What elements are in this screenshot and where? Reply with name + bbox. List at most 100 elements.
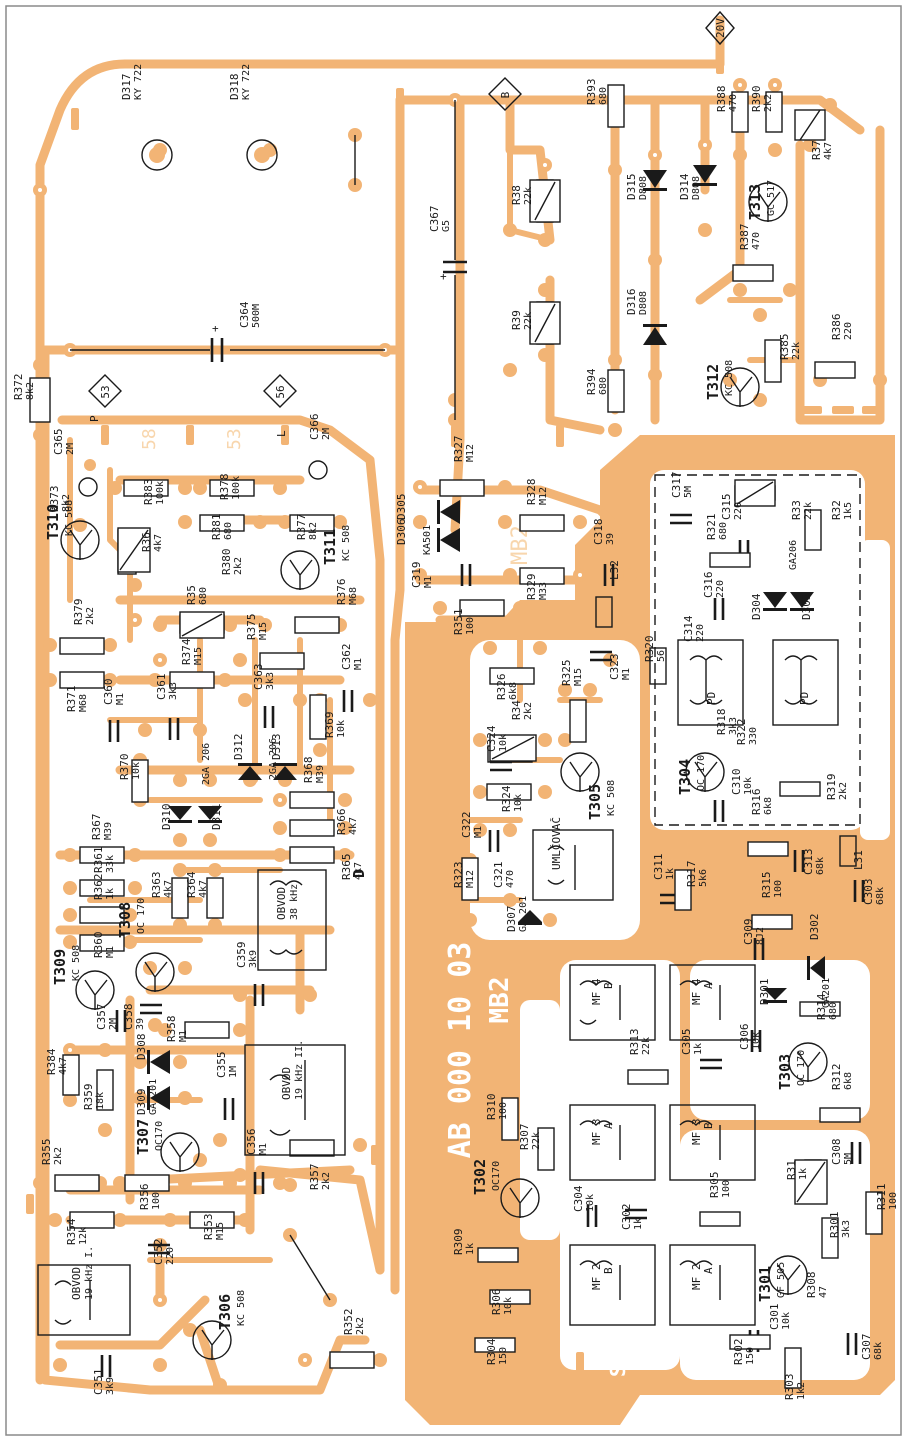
capacitor-id-c322: C322 — [460, 812, 473, 839]
capacitor-id-c362: C362 — [340, 644, 353, 671]
transistor-id-t304: T304 — [676, 759, 694, 795]
resistor-value-r329: M33 — [538, 582, 549, 600]
resistor-value-r318: 3k3 — [728, 717, 739, 735]
resistor-value-r386: 220 — [843, 322, 854, 340]
transistor-id-t310: T310 — [44, 504, 62, 540]
resistor-value-r384: 4k7 — [58, 1057, 69, 1075]
resistor-value-r309: 1k — [465, 1243, 476, 1255]
connector-53: 53 — [88, 374, 122, 408]
l-mark: L — [275, 430, 288, 437]
transistor-type-t301: GF 505 — [776, 1262, 787, 1298]
resistor-value-r35: 680 — [198, 587, 209, 605]
transistor-id-t311: T311 — [321, 529, 339, 565]
resistor-id-r39: R39 — [510, 310, 523, 330]
resistor-id-r303: R303 — [783, 1374, 796, 1401]
capacitor-value-c365: 2M — [65, 443, 76, 455]
transistor-type-t310: KC 508 — [64, 500, 75, 536]
coil-label-mf3a: MF 3 — [590, 1119, 603, 1146]
diode-id-d304: D304 — [750, 593, 763, 620]
jumper-wires — [289, 135, 356, 1301]
capacitor-value-c366: 2M — [321, 428, 332, 440]
resistor-id-r353: R353 — [202, 1214, 215, 1241]
resistor-id-r38: R38 — [510, 185, 523, 205]
diode-type-ga206a: 2GA 206 — [201, 743, 212, 785]
capacitor-value-c317: 5M — [683, 486, 694, 498]
capacitor-id-c317: C317 — [670, 472, 683, 499]
resistor-id-r307: R307 — [518, 1124, 531, 1151]
coil-sub-mf2a: A — [702, 1267, 715, 1274]
resistor-value-r393: 680 — [598, 87, 609, 105]
resistor-id-r308: R308 — [805, 1272, 818, 1299]
resistor-id-r363: R363 — [150, 872, 163, 899]
led-d317 — [141, 139, 173, 171]
resistor-id-r376: R376 — [335, 579, 348, 606]
connector-b: B — [488, 77, 522, 111]
diode-type-d315: D808 — [638, 176, 649, 200]
diode-symbols — [147, 165, 825, 1110]
resistor-value-r316: 6k8 — [763, 797, 774, 815]
resistor-id-r313: R313 — [628, 1029, 641, 1056]
resistor-value-r356: 100 — [151, 1192, 162, 1210]
transistor-type-t303: OC 170 — [796, 1050, 807, 1086]
copper-islands — [470, 470, 890, 1380]
resistor-value-r313: 22k — [641, 1037, 652, 1055]
capacitor-value-c305: 1k — [693, 1043, 704, 1055]
transistor-id-t308: T308 — [116, 902, 134, 938]
small-electrolytics — [78, 460, 328, 497]
coil-boxes — [37, 474, 861, 1336]
p53-mark: 53 — [99, 385, 112, 398]
resistor-value-r328: M12 — [538, 487, 549, 505]
resistor-value-r365: 4k7 — [353, 862, 364, 880]
filter-label-ob19b: OBVOD — [70, 1267, 83, 1300]
capacitor-value-c364: 500M — [251, 304, 262, 328]
capacitor-value-c323: M1 — [621, 668, 632, 680]
capacitor-id-c361: C361 — [155, 674, 168, 701]
capacitor-value-c362: M1 — [353, 658, 364, 670]
resistor-value-r305: 100 — [721, 1180, 732, 1198]
resistor-value-r387: 470 — [751, 232, 762, 250]
resistor-value-r383: 100k — [155, 481, 166, 505]
resistor-value-r354: 12k — [78, 1227, 89, 1245]
capacitor-id-c319: C319 — [410, 562, 423, 589]
coil-sub-mf3a: A — [602, 1122, 615, 1129]
capacitor-value-c359: 3k9 — [248, 950, 259, 968]
cap-c364: + — [70, 322, 385, 362]
resistor-value-r375: M15 — [258, 622, 269, 640]
resistor-id-r301: R301 — [828, 1212, 841, 1239]
resistor-value-r352: 2k2 — [355, 1317, 366, 1335]
resistor-id-r375: R375 — [245, 614, 258, 641]
resistor-value-r315: 100 — [773, 880, 784, 898]
diode-id-d317: D317 — [120, 74, 133, 101]
resistor-value-r369: 10k — [336, 720, 347, 738]
resistor-bodies — [29, 84, 883, 1389]
capacitor-value-c357: 2M — [108, 1018, 119, 1030]
capacitor-value-c310: 10k — [743, 777, 754, 795]
diode-id-d305: D305 — [395, 494, 408, 521]
resistor-value-r360: M1 — [105, 946, 116, 958]
resistor-value-r36: 4k7 — [153, 534, 164, 552]
resistor-id-r388: R388 — [715, 86, 728, 113]
resistor-value-r376: M68 — [348, 587, 359, 605]
capacitor-value-c324: 10k — [498, 734, 509, 752]
resistor-id-r323: R323 — [452, 862, 465, 889]
diode-type-ga206b: 2GA 206 — [268, 738, 279, 780]
resistor-value-r311: 100 — [888, 1192, 899, 1210]
b-mark: B — [499, 91, 512, 98]
svg-text:+: + — [440, 270, 447, 283]
resistor-id-r372: R372 — [12, 374, 25, 401]
capacitor-id-c321: C321 — [492, 862, 505, 889]
resistor-value-r320: 56 — [656, 650, 667, 662]
resistor-id-r383: R383 — [142, 479, 155, 506]
diode-id-d303: D303 — [800, 594, 813, 621]
diode-id-d318: D318 — [228, 74, 241, 101]
resistor-id-r35: R35 — [185, 585, 198, 605]
capacitor-value-c304: 10k — [585, 1194, 596, 1212]
resistor-value-r357: 2k2 — [321, 1172, 332, 1190]
transistor-type-t308: OC 170 — [136, 898, 147, 934]
s8-group: S8 — [606, 1353, 630, 1377]
resistor-id-r302: R302 — [732, 1339, 745, 1366]
resistor-id-r305: R305 — [708, 1172, 721, 1199]
coil-sub-mf4b: B — [602, 982, 615, 989]
resistor-value-r379: 2k2 — [85, 607, 96, 625]
resistor-id-r373: R373 — [48, 486, 61, 513]
